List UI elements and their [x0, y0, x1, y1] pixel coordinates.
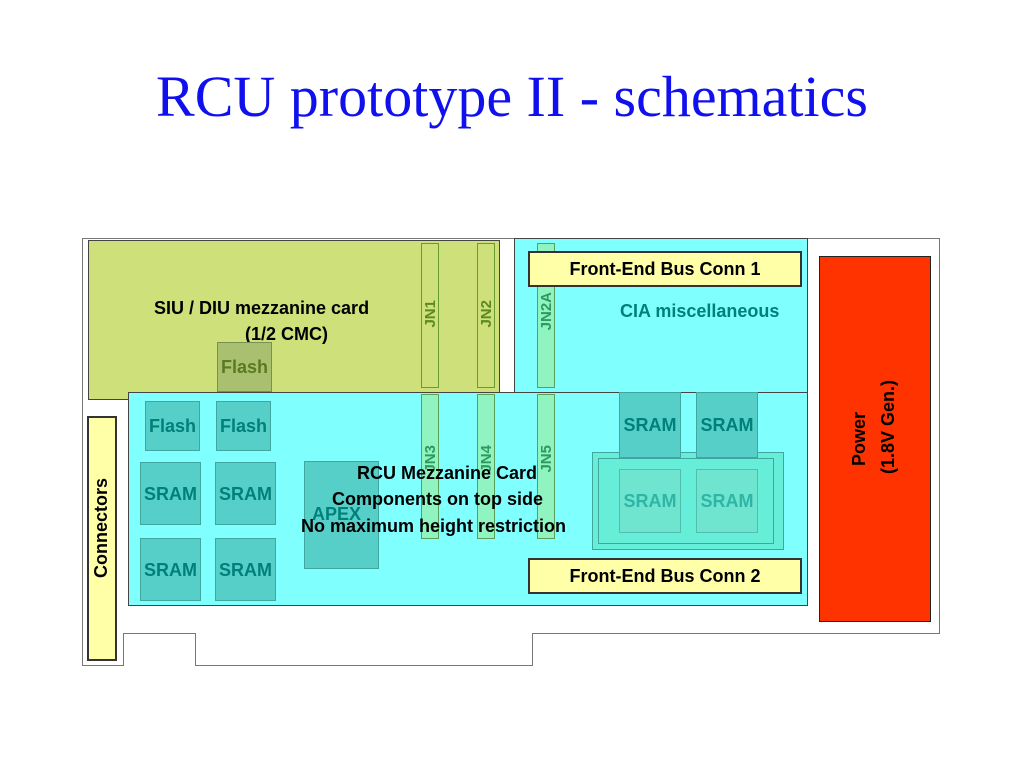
- board-tab-bottom: [195, 633, 533, 666]
- siu-label-line2: (1/2 CMC): [245, 324, 329, 344]
- jn2-connector: [477, 243, 495, 388]
- cia-label: CIA miscellaneous: [620, 301, 780, 321]
- sram-chip-8: SRAM: [696, 469, 758, 533]
- bus-conn-1-label: Front-End Bus Conn 1: [569, 259, 761, 279]
- power-label-line1: Power: [849, 412, 869, 467]
- flash-chip-1: Flash: [145, 401, 200, 451]
- jn5-label: JN5: [538, 445, 555, 473]
- apex-label: APEX: [312, 504, 362, 524]
- connectors-label: Connectors: [91, 478, 111, 579]
- jn1-connector: [421, 243, 439, 388]
- sram-chip-3: SRAM: [140, 538, 201, 601]
- jn2-label: JN2: [478, 300, 495, 328]
- sram-chip-1-label: SRAM: [144, 483, 197, 504]
- jn4-connector: [477, 394, 495, 539]
- sram-chip-6-label: SRAM: [700, 415, 754, 435]
- sram-chip-7-label: SRAM: [623, 491, 677, 511]
- rcu-label-line3: No maximum height restriction: [301, 516, 567, 536]
- front-end-bus-conn-1: Front-End Bus Conn 1: [528, 251, 802, 287]
- power-label-line2: (1.8V Gen.): [878, 380, 898, 475]
- sram-chip-2: SRAM: [215, 462, 276, 525]
- sram-chip-6: SRAM: [696, 392, 758, 458]
- sram-chip-5-label: SRAM: [623, 415, 677, 435]
- sram-chip-7: SRAM: [619, 469, 681, 533]
- connectors-strip: [87, 416, 117, 661]
- siu-flash-chip: Flash: [217, 342, 272, 392]
- sram-chip-5: SRAM: [619, 392, 681, 458]
- page-title: RCU prototype II - schematics: [156, 64, 868, 129]
- bus-conn-2-label: Front-End Bus Conn 2: [569, 566, 761, 586]
- rcu-label-line2: Components on top side: [332, 489, 543, 509]
- sram-chip-4: SRAM: [215, 538, 276, 601]
- power-block: [819, 256, 931, 622]
- jn1-label: JN1: [422, 300, 439, 328]
- rcu-label-line1: RCU Mezzanine Card: [357, 463, 538, 483]
- siu-flash-label: Flash: [220, 357, 268, 377]
- sram-group-inner-frame: [598, 458, 774, 544]
- sram-chip-1: SRAM: [140, 462, 201, 525]
- sram-chip-4-label: SRAM: [219, 559, 272, 580]
- flash-chip-2: Flash: [216, 401, 271, 451]
- jn3-connector: [421, 394, 439, 539]
- flash-chip-1-label: Flash: [148, 416, 196, 436]
- sram-chip-3-label: SRAM: [144, 559, 197, 580]
- jn5-connector: [537, 394, 555, 539]
- apex-chip: [304, 461, 379, 569]
- front-end-bus-conn-2: Front-End Bus Conn 2: [528, 558, 802, 594]
- siu-label-line1: SIU / DIU mezzanine card: [154, 298, 370, 318]
- flash-chip-2-label: Flash: [219, 416, 267, 436]
- sram-chip-8-label: SRAM: [700, 491, 754, 511]
- jn2a-label: JN2A: [538, 292, 555, 331]
- sram-chip-2-label: SRAM: [219, 483, 272, 504]
